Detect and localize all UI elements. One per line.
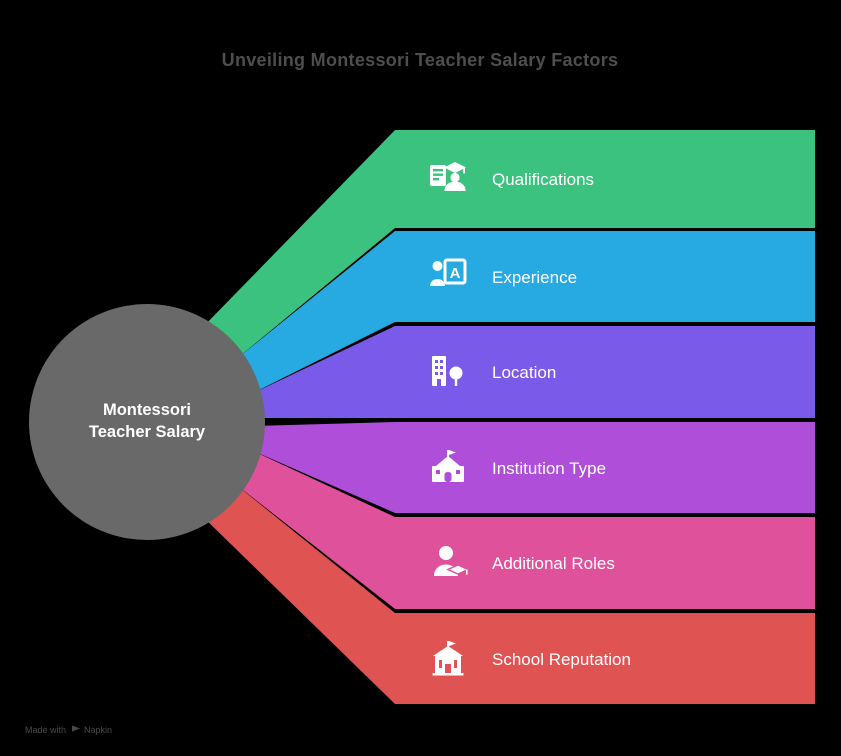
graduate-person-icon <box>434 546 470 576</box>
frame-letter: A <box>450 265 461 282</box>
band-label-school-reputation: School Reputation <box>492 650 631 669</box>
band-label-additional-roles: Additional Roles <box>492 554 615 573</box>
center-node: Montessori Teacher Salary <box>29 304 265 540</box>
watermark-brand: Napkin <box>84 725 112 735</box>
factor-location: Location <box>249 326 815 418</box>
schoolhouse-icon <box>432 450 464 482</box>
building-and-tree-icon <box>432 356 463 386</box>
center-label-line2: Teacher Salary <box>89 423 206 441</box>
band-label-institution-type: Institution Type <box>492 459 606 478</box>
experience-band <box>234 231 815 395</box>
factor-additional-roles: Additional Roles <box>234 449 815 609</box>
graduate-with-document-icon <box>430 162 466 191</box>
factor-institution-type: Institution Type <box>249 422 815 513</box>
factor-qualifications: Qualifications <box>200 130 815 361</box>
person-with-letter-frame-icon: A <box>430 258 467 286</box>
factor-school-reputation: School Reputation <box>200 483 815 704</box>
school-with-flag-icon <box>432 641 464 676</box>
factor-experience: A Experience <box>234 231 815 395</box>
page-title: Unveiling Montessori Teacher Salary Fact… <box>222 50 619 70</box>
band-label-location: Location <box>492 363 556 382</box>
institution-type-band <box>249 422 815 513</box>
band-label-qualifications: Qualifications <box>492 170 594 189</box>
school-reputation-band <box>200 483 815 704</box>
center-circle <box>29 304 265 540</box>
additional-roles-band <box>234 449 815 609</box>
band-label-experience: Experience <box>492 268 577 287</box>
center-label-line1: Montessori <box>103 401 191 419</box>
watermark-prefix: Made with <box>25 725 66 735</box>
location-band <box>249 326 815 418</box>
qualifications-band <box>200 130 815 361</box>
watermark: Made with Napkin <box>25 725 112 735</box>
napkin-logo-icon <box>72 725 80 732</box>
